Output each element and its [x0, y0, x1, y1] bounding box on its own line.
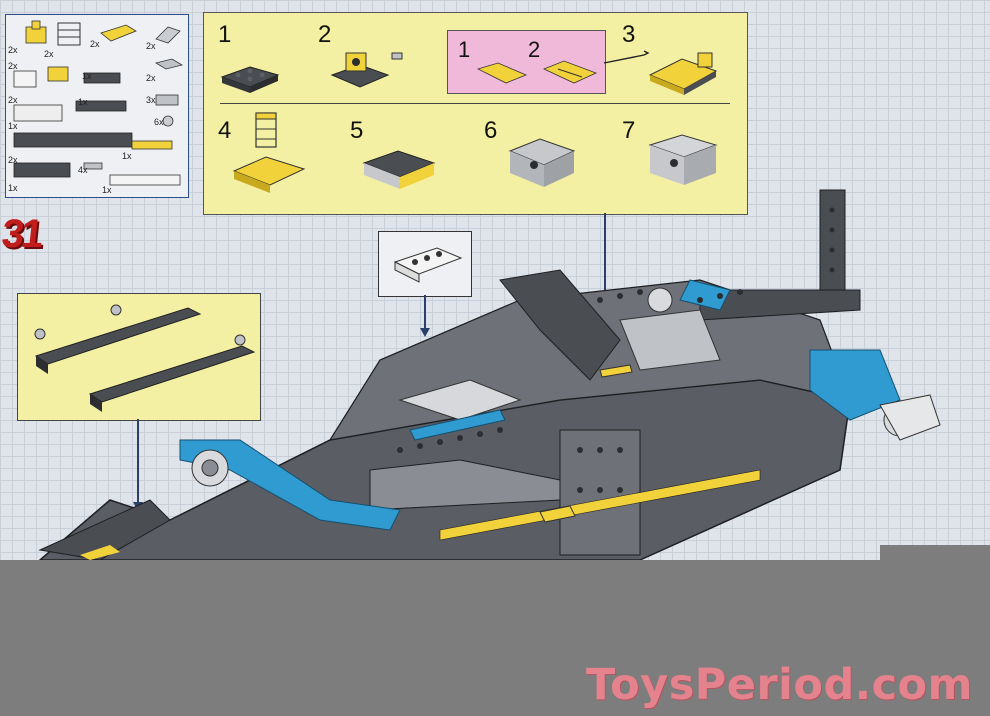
part-qty: 2x [44, 49, 54, 59]
part-yellow-brick [47, 66, 69, 82]
substep-number: 5 [350, 117, 364, 144]
wheel-hubs [191, 287, 941, 487]
part-qty: 3x [146, 95, 156, 105]
substep-1-plate [220, 66, 280, 93]
part-qty: 1x [78, 97, 88, 107]
part-gray-tile [155, 94, 179, 106]
part-qty: 6x [154, 117, 164, 127]
panel-divider [220, 103, 730, 104]
chassis-model-illustration [38, 189, 941, 560]
dark-studs [397, 207, 835, 493]
substep-number: 2 [318, 21, 332, 48]
part-qty: 1x [122, 151, 132, 161]
part-dark-plate [83, 72, 121, 84]
subassembly-illustration [220, 50, 718, 193]
part-axle-pin [83, 162, 103, 170]
part-qty: 1x [82, 71, 92, 81]
chassis-body [38, 189, 861, 560]
substep-number: 4 [218, 117, 232, 144]
part-yellow-tile [131, 140, 173, 150]
part-qty: 2x [146, 73, 156, 83]
part-qty: 1x [8, 183, 18, 193]
callout-line [604, 213, 606, 318]
part-qty: 2x [8, 45, 18, 55]
pink-subassembly-panel: 1 2 [447, 30, 606, 94]
substep-number: 3 [622, 21, 636, 48]
part-qty: 2x [146, 41, 156, 51]
watermark-text: ToysPeriod.com [586, 660, 973, 710]
substep-3-assembly [648, 52, 718, 95]
arrow-icon [420, 328, 430, 337]
part-white-plate-long [109, 174, 181, 186]
callout-line [424, 295, 426, 330]
part-qty: 2x [90, 39, 100, 49]
substep-7-assembly [648, 134, 718, 185]
part-dark-beam-long [13, 132, 133, 148]
arrow-icon [603, 50, 650, 64]
part-qty: 2x [8, 95, 18, 105]
parts-illustration [13, 20, 184, 186]
pink-panel-illustration [476, 60, 598, 84]
subassembly-panel: 1 2 3 1 2 [203, 12, 748, 215]
part-white-brick [13, 70, 37, 88]
suspension-blue-parts [179, 279, 901, 531]
part-gray-slope [155, 26, 181, 44]
part-yellow-ladder [57, 22, 81, 46]
part-white-beam [13, 104, 63, 122]
scan-gray-band [0, 560, 990, 716]
yellow-tile [539, 505, 576, 523]
part-qty: 1x [102, 185, 112, 195]
part-qty: 1x [8, 121, 18, 131]
part-qty: 2x [8, 61, 18, 71]
substep-number: 7 [622, 117, 636, 144]
part-dark-beam [13, 162, 71, 178]
white-beam-illustration [393, 247, 463, 283]
substep-2-assembly [330, 52, 403, 88]
pink-substep-number: 1 [458, 37, 471, 62]
yellow-tile [599, 364, 633, 378]
front-wing [38, 499, 171, 560]
part-yellow-bracket [25, 20, 47, 44]
pink-substep-number: 2 [528, 37, 541, 62]
inset-beams-panel [17, 293, 261, 421]
parts-list-panel: 2x 2x 2x 2x 2x 1x 2x 2x 1x 3x 1x 6x 2x 4… [5, 14, 189, 198]
beams-illustration [34, 304, 256, 412]
callout-line [137, 419, 139, 504]
part-dark-plate-long [75, 100, 127, 112]
inset-white-beam [378, 231, 472, 297]
substep-number: 1 [218, 21, 232, 48]
part-gray-wedge [154, 58, 184, 70]
part-pin [162, 115, 174, 127]
part-qty: 4x [78, 165, 88, 175]
part-qty: 2x [8, 155, 18, 165]
substep-number: 6 [484, 117, 498, 144]
part-yellow-plate [100, 24, 137, 42]
substep-6-assembly [508, 138, 576, 187]
substep-4-assembly [232, 112, 306, 193]
substep-5-assembly [362, 150, 436, 189]
